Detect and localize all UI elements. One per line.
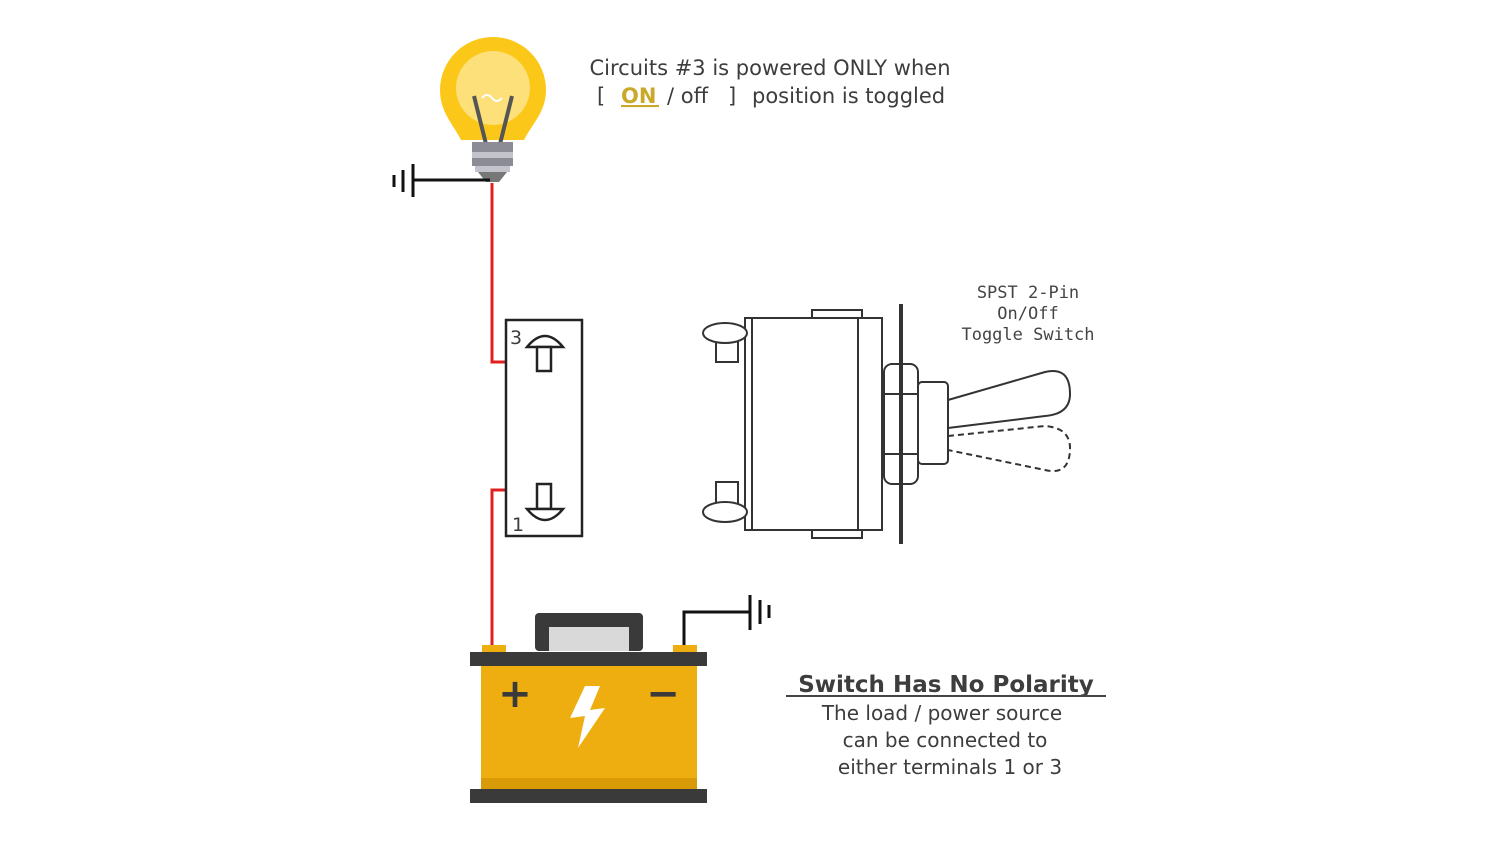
caption-bracket-close: ] [728, 84, 736, 108]
switch-desc-line2: On/Off [997, 304, 1058, 324]
ground-symbol-icon [392, 164, 490, 197]
battery-minus-label: − [646, 671, 680, 717]
note-line1: The load / power source [821, 701, 1062, 725]
terminal-1-screw-icon [524, 507, 566, 522]
terminal-3-screw-icon [524, 334, 566, 349]
lightning-bolt-icon [570, 686, 605, 748]
switch-desc-line1: SPST 2-Pin [977, 283, 1079, 303]
caption-line1: Circuits #3 is powered ONLY when [589, 56, 950, 80]
note-line2: can be connected to [843, 728, 1048, 752]
battery-icon [470, 613, 707, 803]
caption-line2: position is toggled [752, 84, 945, 108]
terminal-1-label: 1 [512, 514, 524, 536]
note-title: Switch Has No Polarity [798, 672, 1094, 698]
ground-symbol-icon [682, 595, 771, 645]
caption-on-label: ON [621, 84, 656, 108]
switch-schematic [504, 318, 584, 538]
caption-bracket-open: [ [597, 84, 605, 108]
switch-desc-line3: Toggle Switch [961, 325, 1094, 345]
note-line3: either terminals 1 or 3 [838, 755, 1062, 779]
toggle-switch-illustration [702, 304, 1072, 544]
battery-plus-label: + [498, 671, 532, 717]
terminal-3-label: 3 [510, 327, 522, 349]
light-bulb-icon [440, 37, 546, 182]
caption-off-label: / off [667, 84, 709, 108]
